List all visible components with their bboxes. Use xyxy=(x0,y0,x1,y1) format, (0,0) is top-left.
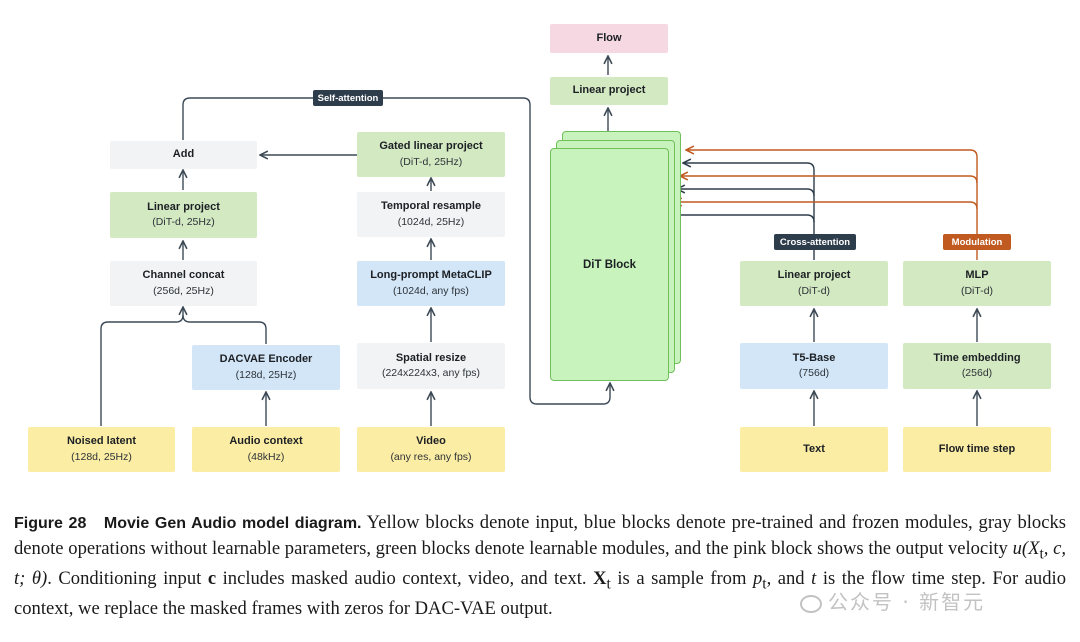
node-channel-concat-title: Channel concat xyxy=(142,269,225,282)
node-linear-project-left-sub: (DiT-d, 25Hz) xyxy=(152,216,215,229)
caption-t-var: t xyxy=(811,567,817,589)
node-linear-project-top-title: Linear project xyxy=(572,84,646,97)
node-metaclip-sub: (1024d, any fps) xyxy=(393,284,469,297)
node-metaclip: Long-prompt MetaCLIP (1024d, any fps) xyxy=(357,261,505,306)
node-gated-linear-project-title: Gated linear project xyxy=(379,140,483,153)
edge-modulation-3 xyxy=(674,202,978,210)
edge-modulation-2 xyxy=(680,176,978,184)
tag-cross-attention: Cross-attention xyxy=(774,234,856,250)
node-linear-project-top: Linear project xyxy=(550,77,668,105)
caption-body-3: includes masked audio context, video, an… xyxy=(216,567,594,589)
node-linear-project-text: Linear project (DiT-d) xyxy=(740,261,888,306)
node-flow-time-step: Flow time step xyxy=(903,427,1051,472)
node-spatial-resize: Spatial resize (224x224x3, any fps) xyxy=(357,343,505,389)
node-video-title: Video xyxy=(416,435,446,448)
edge-modulation-1 xyxy=(686,150,978,260)
edge-noised-latent-to-concat xyxy=(100,307,183,426)
edge-dacvae-to-concat xyxy=(182,314,267,344)
caption-formula-rest: , c, t; θ) xyxy=(14,537,1067,589)
node-video: Video (any res, any fps) xyxy=(357,427,505,472)
node-spatial-resize-title: Spatial resize xyxy=(395,351,467,364)
node-flow: Flow xyxy=(550,24,668,53)
node-add: Add xyxy=(110,141,257,169)
node-mlp-sub: (DiT-d) xyxy=(960,284,994,297)
node-linear-project-text-title: Linear project xyxy=(777,269,851,282)
node-noised-latent-title: Noised latent xyxy=(66,435,137,448)
edge-add-to-dit xyxy=(182,97,610,405)
watermark: 公众号 · 新智元 xyxy=(800,586,985,615)
node-time-embedding: Time embedding (256d) xyxy=(903,343,1051,389)
node-gated-linear-project-sub: (DiT-d, 25Hz) xyxy=(399,155,463,168)
node-noised-latent: Noised latent (128d, 25Hz) xyxy=(28,427,175,472)
caption-x-sub: t xyxy=(606,575,611,593)
node-temporal-resample: Temporal resample (1024d, 25Hz) xyxy=(357,192,505,237)
tag-self-attention: Self-attention xyxy=(313,90,383,106)
node-dacvae-encoder-title: DACVAE Encoder xyxy=(219,353,313,366)
node-time-embedding-sub: (256d) xyxy=(961,367,993,380)
node-channel-concat: Channel concat (256d, 25Hz) xyxy=(110,261,257,306)
node-metaclip-title: Long-prompt MetaCLIP xyxy=(370,269,492,282)
caption-body-2: . Conditioning input xyxy=(47,567,208,589)
caption-body-4: is a sample from xyxy=(610,567,753,589)
node-dacvae-encoder: DACVAE Encoder (128d, 25Hz) xyxy=(192,345,340,390)
node-audio-context-title: Audio context xyxy=(229,435,303,448)
node-linear-project-left: Linear project (DiT-d, 25Hz) xyxy=(110,192,257,238)
node-mlp: MLP (DiT-d) xyxy=(903,261,1051,306)
caption-body-6: is the flow time step. For audio context… xyxy=(14,567,1066,620)
node-linear-project-text-sub: (DiT-d) xyxy=(797,284,831,297)
node-text: Text xyxy=(740,427,888,472)
node-temporal-resample-sub: (1024d, 25Hz) xyxy=(397,215,465,228)
node-temporal-resample-title: Temporal resample xyxy=(380,200,482,213)
node-mlp-title: MLP xyxy=(965,269,989,282)
node-video-sub: (any res, any fps) xyxy=(390,450,472,463)
caption-bold-c: c xyxy=(207,567,217,589)
caption-body-1: Yellow blocks denote input, blue blocks … xyxy=(14,512,1066,559)
node-spatial-resize-sub: (224x224x3, any fps) xyxy=(381,367,481,380)
figure-caption: Figure 28 Movie Gen Audio model diagram.… xyxy=(14,511,1066,622)
node-audio-context-sub: (48kHz) xyxy=(247,450,285,463)
node-gated-linear-project: Gated linear project (DiT-d, 25Hz) xyxy=(357,132,505,177)
caption-body-5: , and xyxy=(766,567,812,589)
node-dit-block-title: DiT Block xyxy=(582,258,637,271)
node-t5-base: T5-Base (756d) xyxy=(740,343,888,389)
node-flow-title: Flow xyxy=(596,31,622,44)
node-dacvae-encoder-sub: (128d, 25Hz) xyxy=(235,368,297,381)
caption-figure-label: Figure 28 xyxy=(14,515,87,532)
caption-p-sub: t xyxy=(762,575,767,593)
node-flow-time-step-title: Flow time step xyxy=(938,442,1016,455)
node-time-embedding-title: Time embedding xyxy=(933,351,1021,364)
node-add-title: Add xyxy=(172,148,195,161)
caption-bold-x: X xyxy=(593,567,607,589)
caption-title: Movie Gen Audio model diagram. xyxy=(103,515,362,532)
node-t5-base-sub: (756d) xyxy=(798,367,830,380)
node-linear-project-left-title: Linear project xyxy=(147,200,220,213)
edge-cross-attention-2 xyxy=(677,189,815,197)
wechat-icon xyxy=(800,594,822,613)
edge-cross-attention-1 xyxy=(683,163,815,260)
edge-cross-attention-3 xyxy=(671,215,815,223)
node-noised-latent-sub: (128d, 25Hz) xyxy=(71,450,132,463)
caption-p: p xyxy=(752,567,763,589)
tag-modulation: Modulation xyxy=(943,234,1011,250)
node-channel-concat-sub: (256d, 25Hz) xyxy=(153,284,214,297)
caption-formula-u: u(X xyxy=(1012,537,1040,559)
node-dit-block: DiT Block xyxy=(550,148,669,381)
node-audio-context: Audio context (48kHz) xyxy=(192,427,340,472)
watermark-text: 公众号 · 新智元 xyxy=(828,590,986,614)
diagram-nodes: Noised latent (128d, 25Hz) Audio context… xyxy=(28,24,1051,472)
caption-formula-sub-t: t xyxy=(1039,545,1044,563)
node-text-title: Text xyxy=(803,442,825,455)
node-t5-base-title: T5-Base xyxy=(792,351,836,364)
